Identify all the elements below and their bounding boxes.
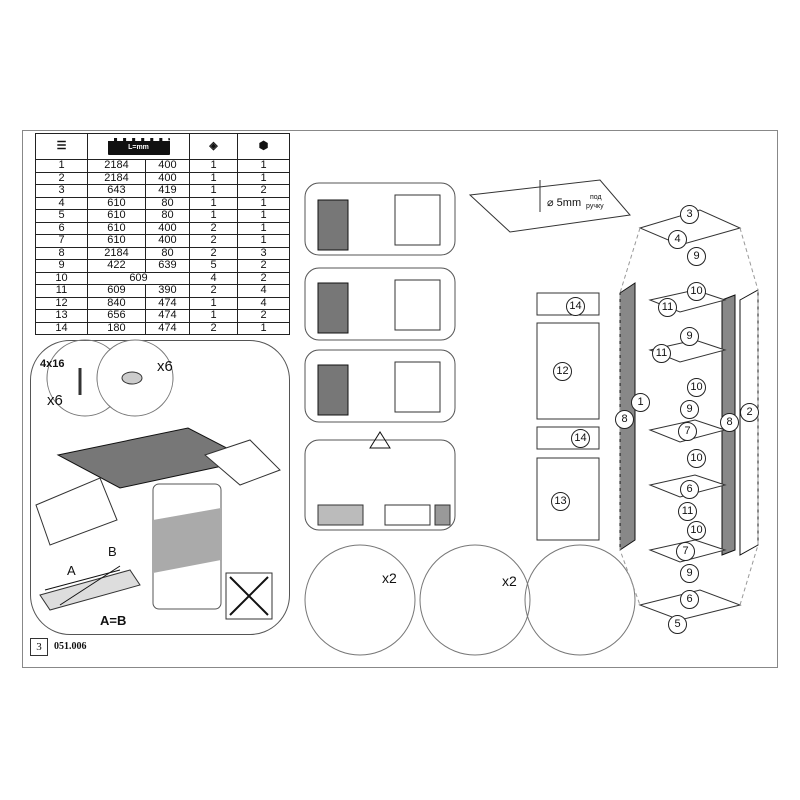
part-number: 9 [680, 564, 699, 583]
handle-note-1: под [590, 194, 602, 201]
hinge-icon [394, 279, 441, 331]
table-cell: 2 [237, 271, 290, 285]
part-number: 7 [676, 542, 695, 561]
table-cell: 474 [144, 321, 191, 335]
cap-icon [121, 371, 143, 385]
part-number: 9 [687, 247, 706, 266]
label-b: B [108, 544, 117, 559]
part-number: 1 [631, 393, 650, 412]
label-a: A [67, 563, 76, 578]
table-cell: 1 [237, 321, 290, 335]
part-number: 11 [658, 298, 677, 317]
part-number: 2 [740, 403, 759, 422]
part-number: 13 [551, 492, 570, 511]
table-cell: 14 [35, 321, 88, 335]
part-number: 5 [668, 615, 687, 634]
part-number: 8 [720, 413, 739, 432]
hinge-icon [394, 194, 441, 246]
screw-qty-label: x6 [47, 392, 63, 409]
handle-note-2: ручку [586, 203, 604, 210]
part-number: 6 [680, 590, 699, 609]
step-qty: x2 [382, 570, 397, 586]
equation-label: A=B [100, 613, 127, 628]
part-number: 10 [687, 449, 706, 468]
part-number: 10 [687, 521, 706, 540]
door-icon [317, 282, 349, 334]
part-number: 14 [566, 297, 585, 316]
part-number: 11 [652, 344, 671, 363]
part-number: 7 [678, 422, 697, 441]
part-number: 3 [680, 205, 699, 224]
part-number: 14 [571, 429, 590, 448]
part-number: 4 [668, 230, 687, 249]
screw-size-label: 4x16 [40, 358, 65, 370]
part-number: 12 [553, 362, 572, 381]
drill-diameter: ⌀ 5mm [547, 197, 582, 209]
part-number: 9 [680, 327, 699, 346]
part-number: 10 [687, 378, 706, 397]
page-frame [22, 130, 778, 668]
list-numbered-icon: ☰ [35, 133, 88, 160]
door-icon [317, 364, 349, 416]
part-number: 8 [615, 410, 634, 429]
glass-shelf-panel [30, 340, 290, 635]
layers-icon: ◈ [189, 133, 238, 160]
hinge-icon [394, 361, 441, 413]
product-code: 051.006 [54, 641, 87, 652]
cap-qty-label: x6 [157, 358, 173, 375]
part-number: 9 [680, 400, 699, 419]
package-icon: ⬢ [237, 133, 290, 160]
part-number: 10 [687, 282, 706, 301]
warning-icon [369, 431, 391, 449]
ruler-icon: L=mm [87, 133, 190, 160]
door-icon [317, 199, 349, 251]
page-number: 3 [30, 638, 48, 656]
part-number: 6 [680, 480, 699, 499]
step-qty: x2 [502, 573, 517, 589]
part-number: 11 [678, 502, 697, 521]
